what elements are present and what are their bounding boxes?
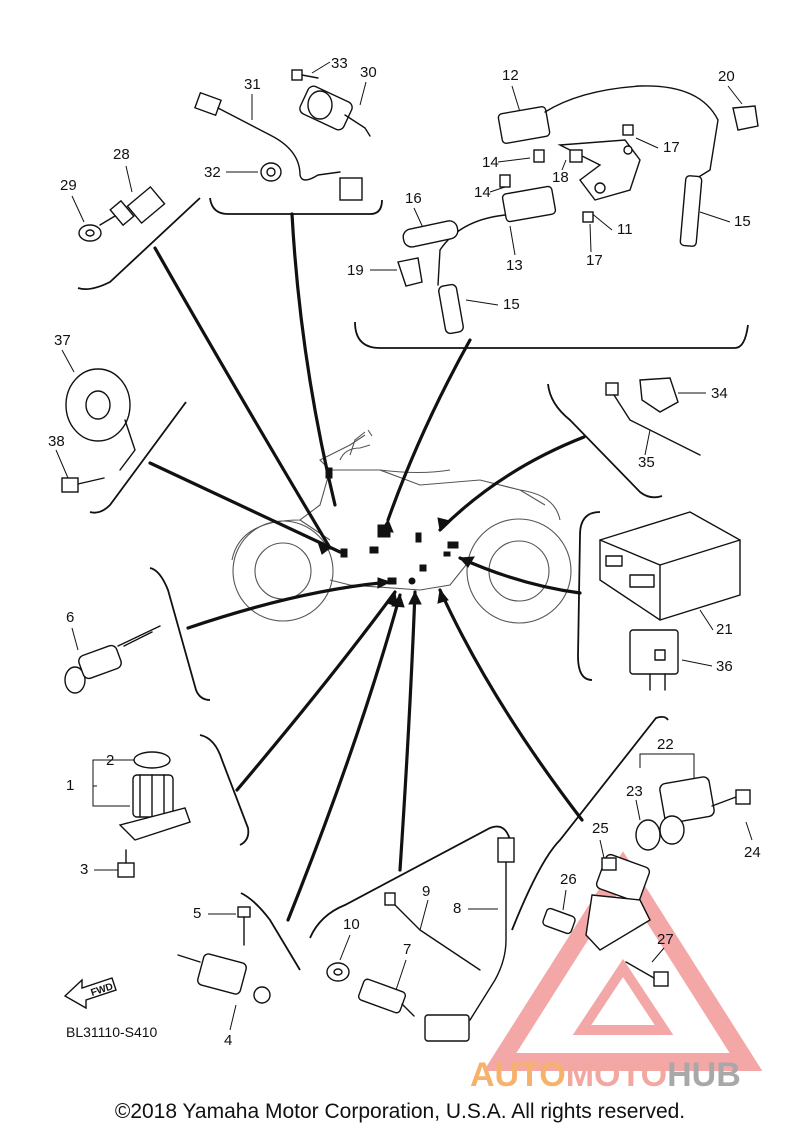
callout-15a: 15	[734, 213, 751, 230]
clamp-34	[639, 377, 679, 413]
callout-33: 33	[331, 55, 348, 72]
bolts-14	[499, 149, 545, 188]
callout-11: 11	[617, 221, 633, 238]
clamp-32	[260, 162, 282, 182]
sensor-1	[118, 774, 191, 841]
callout-3: 3	[80, 861, 88, 878]
callout-34: 34	[711, 385, 728, 402]
relay-36	[629, 629, 679, 691]
callout-38: 38	[48, 433, 65, 450]
bolt-27	[625, 961, 669, 987]
callout-26: 26	[560, 871, 577, 888]
callout-20: 20	[718, 68, 735, 85]
watermark-hub: HUB	[667, 1056, 741, 1094]
ecu-21	[599, 511, 741, 621]
callout-25: 25	[592, 820, 609, 837]
callout-8: 8	[453, 900, 461, 917]
callout-10: 10	[343, 916, 360, 933]
washer-29	[78, 224, 102, 242]
nut-18	[569, 149, 583, 163]
callout-13: 13	[506, 257, 523, 274]
watermark-logo	[483, 851, 763, 1071]
sensor-30	[299, 85, 371, 137]
collars-17	[582, 124, 634, 223]
callout-14a: 14	[482, 154, 499, 171]
watermark-moto: MOTO	[566, 1056, 667, 1094]
svg-text:AUTOMOTOHUB: AUTOMOTOHUB	[470, 1056, 741, 1094]
callout-31: 31	[244, 76, 261, 93]
watermark-text: AUTOMOTOHUB	[470, 1056, 741, 1094]
motorcycle-outline	[231, 429, 572, 624]
callout-19: 19	[347, 262, 364, 279]
o-ring-2	[133, 751, 171, 769]
group-connectors	[148, 212, 586, 922]
callout-labels: 1 2 3 4 5 6 7 8 9 10 11 12 13 14 14 15 1…	[48, 55, 761, 1049]
callout-23: 23	[626, 783, 643, 800]
clip-20	[732, 105, 759, 131]
callout-30: 30	[360, 64, 377, 81]
sensor-22	[659, 776, 715, 845]
callout-29: 29	[60, 177, 77, 194]
cable-tie-35	[605, 382, 701, 456]
callout-14b: 14	[474, 184, 491, 201]
callout-21: 21	[716, 621, 733, 638]
bolt-33	[291, 69, 319, 81]
watermark-auto: AUTO	[470, 1056, 566, 1094]
callout-17a: 17	[663, 139, 680, 156]
bolt-24	[711, 789, 751, 807]
diagram-code: BL31110-S410	[66, 1024, 158, 1040]
clip-19	[397, 257, 423, 287]
copyright-footer: ©2018 Yamaha Motor Corporation, U.S.A. A…	[114, 1100, 686, 1123]
callout-15b: 15	[503, 296, 520, 313]
fwd-arrow-icon: FWD	[63, 977, 117, 1010]
collar-26	[542, 907, 576, 935]
bolt-5	[237, 906, 251, 946]
bolt-3	[117, 849, 135, 878]
callout-32: 32	[204, 164, 221, 181]
callout-1: 1	[66, 777, 74, 794]
sensor-4	[177, 953, 271, 1004]
cable-tie-9	[384, 892, 481, 971]
callout-9: 9	[422, 883, 430, 900]
callout-22: 22	[657, 736, 674, 753]
sensor-7	[357, 978, 415, 1017]
harness-8	[424, 837, 515, 1042]
leader-lines	[55, 61, 753, 1031]
callout-24: 24	[744, 844, 761, 861]
callout-37: 37	[54, 332, 71, 349]
cap-16	[402, 220, 459, 248]
callout-5: 5	[193, 905, 201, 922]
callout-12: 12	[502, 67, 519, 84]
callout-36: 36	[716, 658, 733, 675]
callout-7: 7	[403, 941, 411, 958]
group-brackets	[77, 197, 749, 971]
callout-17b: 17	[586, 252, 603, 269]
bracket-11	[557, 139, 641, 201]
callout-27: 27	[657, 931, 674, 948]
callout-28: 28	[113, 146, 130, 163]
callout-4: 4	[224, 1032, 232, 1049]
switch-6	[64, 625, 161, 694]
callout-6: 6	[66, 609, 74, 626]
bolt-38	[61, 477, 105, 493]
sensor-25	[585, 853, 651, 951]
callout-18: 18	[552, 169, 569, 186]
ignition-coil-12	[497, 85, 719, 247]
harness-31	[194, 91, 363, 201]
callout-35: 35	[638, 454, 655, 471]
horn-37	[65, 368, 136, 471]
washer-10	[326, 962, 350, 982]
o-ring-23	[635, 819, 661, 851]
sensor-28	[99, 185, 166, 227]
ignition-coil-13	[437, 185, 557, 335]
callout-16: 16	[405, 190, 422, 207]
